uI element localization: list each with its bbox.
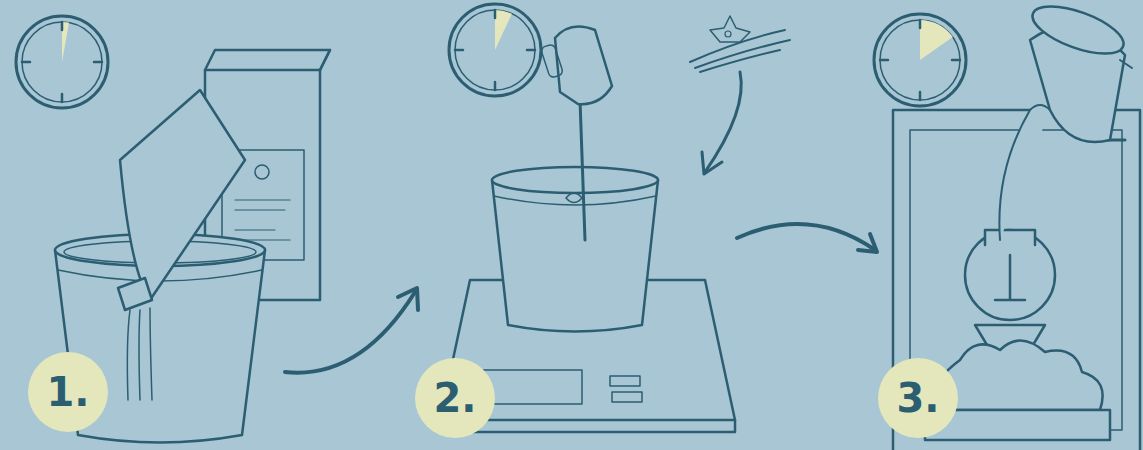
hand-blender [540, 26, 612, 240]
bucket [492, 167, 658, 332]
step-number-circle: 1. [28, 352, 108, 432]
pouring-bowl [999, 0, 1132, 240]
clock-icon [16, 16, 108, 108]
vanilla [690, 16, 790, 174]
flow-arrow [285, 288, 418, 373]
step-number: 3. [896, 378, 939, 418]
clock-icon [874, 14, 966, 106]
step-number-circle: 2. [415, 358, 495, 438]
step-number: 2. [433, 378, 476, 418]
step-number-circle: 3. [878, 358, 958, 438]
pouch [118, 90, 245, 400]
step-number: 1. [46, 372, 89, 412]
clock-icon [449, 4, 541, 96]
flow-arrow [737, 224, 877, 252]
